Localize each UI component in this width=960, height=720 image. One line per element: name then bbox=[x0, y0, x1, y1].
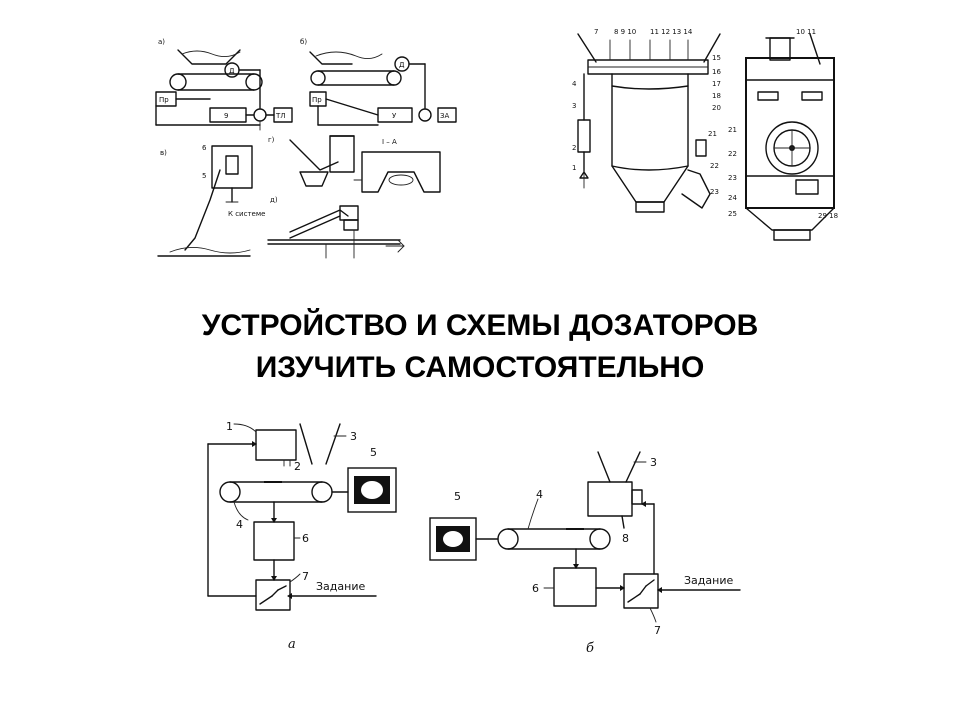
svg-text:23: 23 bbox=[710, 188, 719, 196]
svg-text:ТЛ: ТЛ bbox=[275, 112, 286, 120]
svg-text:a): a) bbox=[158, 38, 165, 46]
title-line-1: УСТРОЙСТВО И СХЕМЫ ДОЗАТОРОВ bbox=[201, 309, 759, 342]
svg-text:24: 24 bbox=[728, 194, 737, 202]
schematic-b-task-label: Задание bbox=[684, 574, 733, 587]
svg-text:8 9 10: 8 9 10 bbox=[614, 28, 636, 36]
svg-text:29 18: 29 18 bbox=[818, 212, 838, 220]
svg-text:20: 20 bbox=[712, 104, 721, 112]
schematic-b-caption: б bbox=[586, 641, 594, 656]
svg-text:Пр: Пр bbox=[312, 96, 322, 104]
svg-text:8: 8 bbox=[622, 532, 629, 545]
to-system-note: К системе bbox=[228, 210, 265, 218]
svg-text:б): б) bbox=[300, 38, 307, 46]
svg-text:6: 6 bbox=[302, 532, 309, 545]
svg-text:21: 21 bbox=[728, 126, 737, 134]
slide-title: УСТРОЙСТВО И СХЕМЫ ДОЗАТОРОВ ИЗУЧИТЬ САМ… bbox=[0, 305, 960, 389]
svg-text:15: 15 bbox=[712, 54, 721, 62]
svg-text:1: 1 bbox=[226, 420, 233, 433]
svg-text:Д: Д bbox=[399, 61, 405, 69]
svg-text:г): г) bbox=[268, 136, 275, 144]
svg-text:25: 25 bbox=[728, 210, 737, 218]
svg-text:7: 7 bbox=[654, 624, 661, 637]
svg-text:17: 17 bbox=[712, 80, 721, 88]
svg-text:1: 1 bbox=[572, 164, 576, 172]
svg-text:в): в) bbox=[160, 149, 167, 157]
svg-text:2: 2 bbox=[294, 460, 301, 473]
svg-text:7: 7 bbox=[302, 570, 309, 583]
svg-text:7: 7 bbox=[594, 28, 598, 36]
svg-text:22: 22 bbox=[710, 162, 719, 170]
svg-text:22: 22 bbox=[728, 150, 737, 158]
top-left-dosing-schemes: a) Д Пр 9 ТЛ б) Д Пр bbox=[155, 38, 457, 259]
svg-text:Д: Д bbox=[229, 67, 235, 75]
top-right-hopper-dosing-unit: 7 8 9 10 11 12 13 14 15 16 17 18 20 4 3 … bbox=[572, 28, 838, 241]
schematic-a-task-label: Задание bbox=[316, 580, 365, 593]
svg-text:10 11: 10 11 bbox=[796, 28, 816, 36]
svg-text:Пр: Пр bbox=[159, 96, 169, 104]
svg-text:6: 6 bbox=[202, 144, 207, 152]
svg-text:16: 16 bbox=[712, 68, 721, 76]
svg-text:4: 4 bbox=[536, 488, 543, 501]
schematic-a-caption: а bbox=[288, 637, 296, 652]
svg-text:3: 3 bbox=[650, 456, 657, 469]
svg-text:3: 3 bbox=[350, 430, 357, 443]
svg-text:д): д) bbox=[270, 196, 278, 204]
svg-text:11 12 13 14: 11 12 13 14 bbox=[650, 28, 693, 36]
svg-text:18: 18 bbox=[712, 92, 721, 100]
svg-text:5: 5 bbox=[202, 172, 206, 180]
svg-text:3: 3 bbox=[572, 102, 576, 110]
svg-text:2: 2 bbox=[572, 144, 576, 152]
schematic-b: 5 4 3 8 6 7 bbox=[429, 451, 741, 656]
svg-text:4: 4 bbox=[236, 518, 243, 531]
svg-text:6: 6 bbox=[532, 582, 539, 595]
svg-text:23: 23 bbox=[728, 174, 737, 182]
schematic-a: 3 1 2 4 5 6 7 bbox=[207, 420, 397, 652]
svg-text:21: 21 bbox=[708, 130, 717, 138]
title-line-2: ИЗУЧИТЬ САМОСТОЯТЕЛЬНО bbox=[255, 351, 705, 384]
svg-text:I – A: I – A bbox=[382, 138, 397, 146]
svg-text:У: У bbox=[392, 112, 397, 120]
svg-text:5: 5 bbox=[454, 490, 461, 503]
svg-text:4: 4 bbox=[572, 80, 577, 88]
svg-text:ЗА: ЗА bbox=[440, 112, 449, 120]
svg-text:5: 5 bbox=[370, 446, 377, 459]
svg-text:9: 9 bbox=[224, 112, 228, 120]
